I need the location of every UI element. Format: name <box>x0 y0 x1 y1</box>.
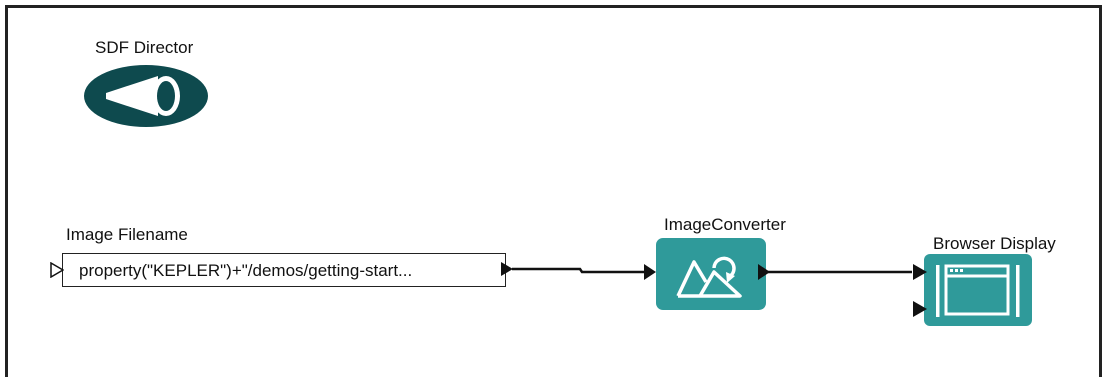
browser-display-label: Browser Display <box>933 234 1056 253</box>
image-converter-icon[interactable] <box>656 238 766 310</box>
browser-display-input-port-2-icon[interactable] <box>912 300 928 318</box>
sdf-director-icon[interactable] <box>82 64 210 128</box>
image-filename-value: property("KEPLER")+"/demos/getting-start… <box>79 261 413 280</box>
image-converter-input-port-icon[interactable] <box>643 263 657 281</box>
image-converter-output-port-icon[interactable] <box>757 263 771 281</box>
sdf-director-label: SDF Director <box>95 38 194 57</box>
browser-display-icon[interactable] <box>924 254 1032 326</box>
image-converter-label: ImageConverter <box>664 215 786 234</box>
image-filename-parameter[interactable]: property("KEPLER")+"/demos/getting-start… <box>62 253 506 287</box>
image-filename-input-port-icon[interactable] <box>50 262 64 278</box>
image-filename-label: Image Filename <box>66 225 188 244</box>
image-filename-output-port-icon[interactable] <box>500 261 514 277</box>
workflow-canvas-frame <box>5 5 1102 377</box>
browser-display-input-port-1-icon[interactable] <box>912 263 928 281</box>
